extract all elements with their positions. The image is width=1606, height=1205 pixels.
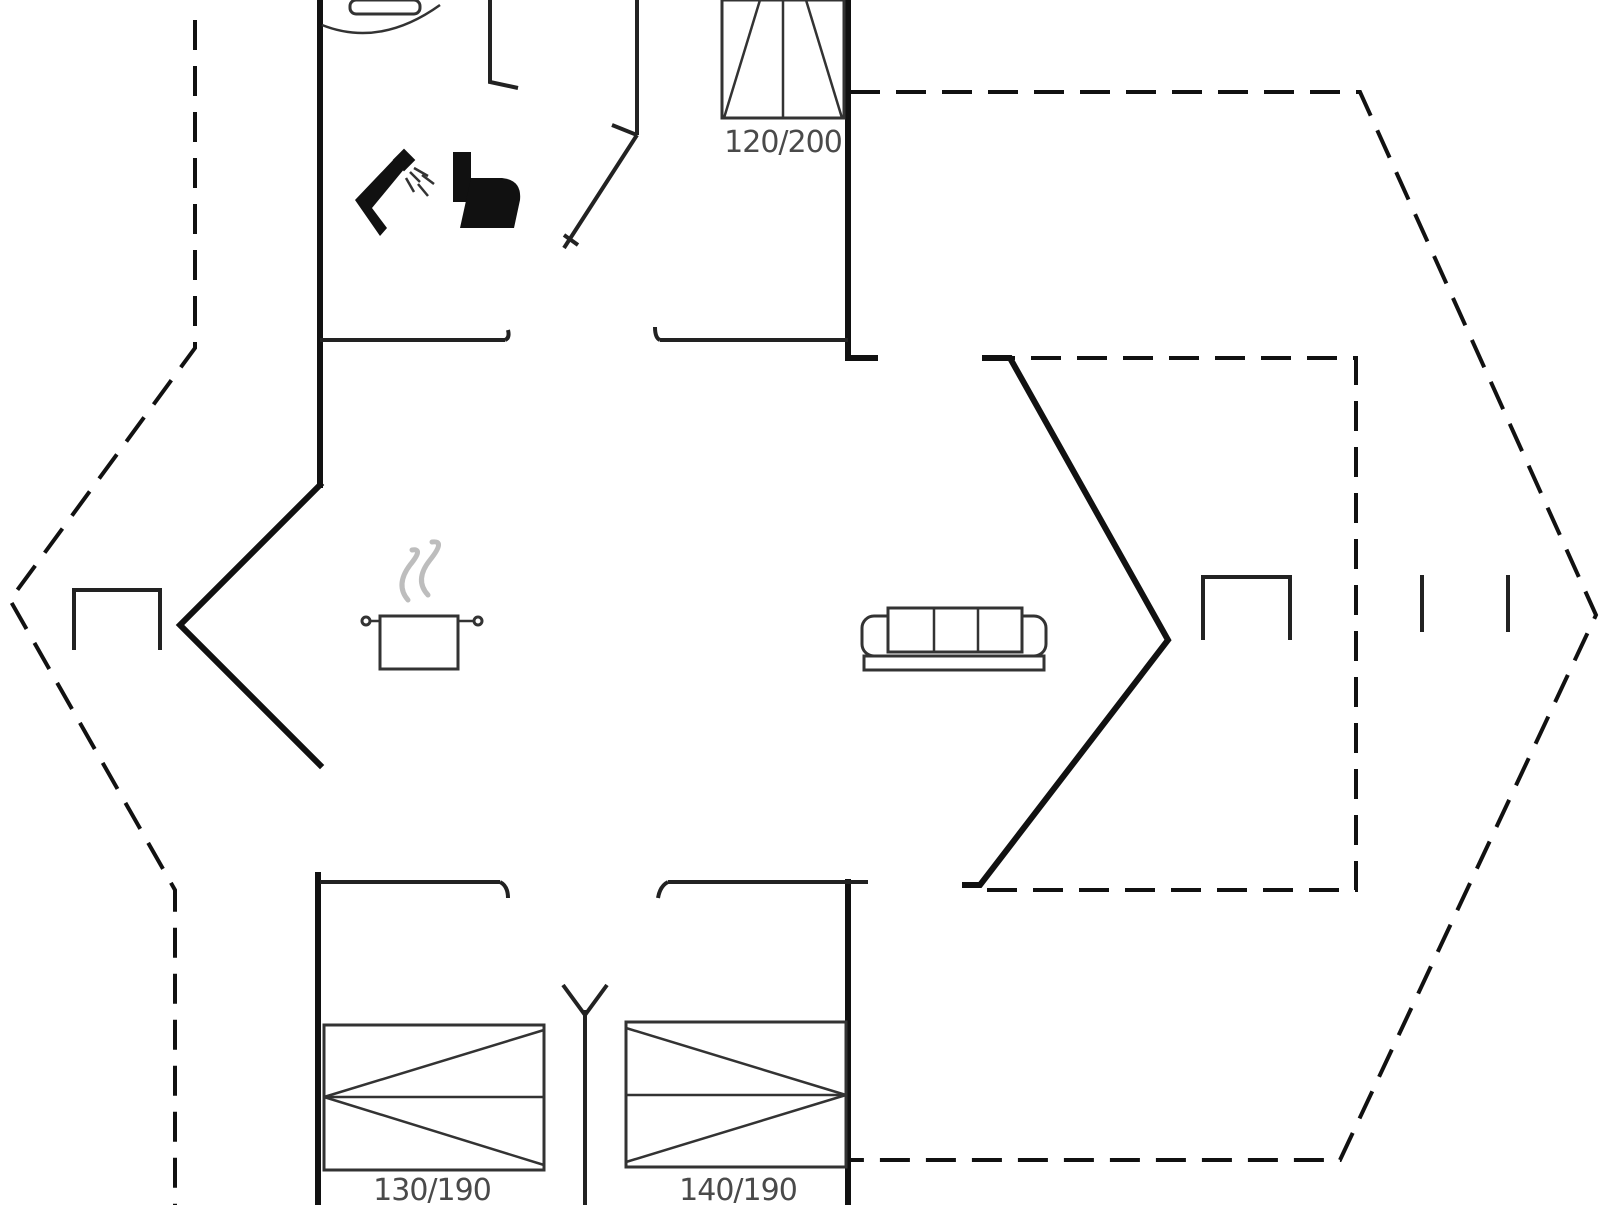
toilet-icon (453, 152, 521, 228)
bed-140-190: 140/190 (624, 1020, 848, 1205)
terrace-outline-right (850, 90, 1599, 1162)
terrace-inner-rectangle (985, 356, 1358, 892)
terrace-markers-right (1420, 575, 1510, 632)
bed-size-label: 130/190 (373, 1173, 491, 1205)
shower-icon (355, 148, 435, 236)
bed-size-label: 140/190 (679, 1173, 797, 1205)
bed-size-label: 120/200 (724, 125, 842, 160)
bed-120-200: 120/200 (720, 0, 846, 160)
terrace-outline-left (7, 20, 197, 1205)
sofa-icon (860, 606, 1048, 672)
bed-130-190: 130/190 (322, 1023, 546, 1205)
window-icon (72, 588, 162, 650)
washbasin-icon (321, 0, 441, 35)
building-walls (175, 0, 1172, 1205)
entrance-marker-icon (1201, 575, 1292, 640)
cooking-pot-icon (360, 539, 484, 671)
